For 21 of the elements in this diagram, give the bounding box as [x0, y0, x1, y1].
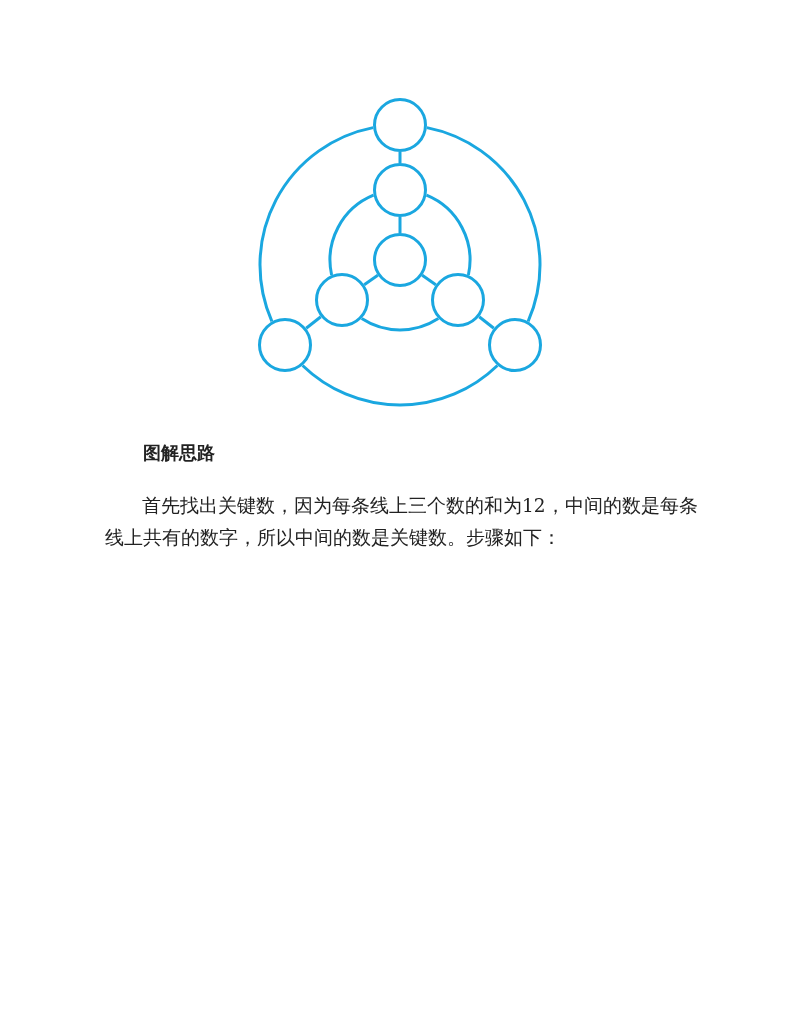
section-heading: 图解思路	[143, 441, 215, 465]
paragraph: 首先找出关键数，因为每条线上三个数的和为12，中间的数是每条线上共有的数字，所以中间的数是关键数。步骤如下：	[105, 494, 699, 550]
number-circle	[431, 273, 485, 327]
number-circle	[373, 98, 427, 152]
number-circle	[488, 318, 542, 372]
number-circle	[258, 318, 312, 372]
circle-arc	[301, 364, 499, 407]
circle-arc	[258, 126, 374, 322]
circle-arc	[360, 317, 440, 332]
connecting-line	[363, 274, 379, 286]
circle-arc	[426, 126, 542, 322]
number-circle	[315, 273, 369, 327]
connecting-line	[398, 217, 402, 233]
number-circle	[373, 233, 427, 287]
connecting-line	[478, 315, 495, 330]
connecting-line	[398, 152, 402, 163]
circle-arc	[425, 193, 472, 276]
connecting-line	[305, 315, 322, 330]
circle-arc	[328, 193, 375, 276]
connecting-line	[421, 274, 437, 286]
number-circle	[373, 163, 427, 217]
